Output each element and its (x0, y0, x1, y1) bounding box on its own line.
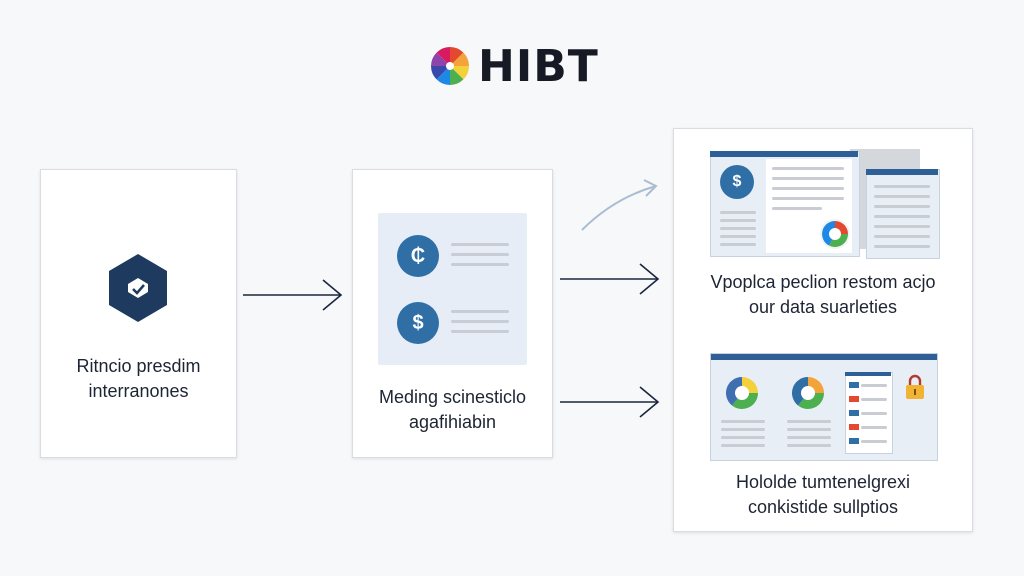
logo-pinwheel-icon (431, 47, 469, 85)
step-card-1: Ritncio presdim interranones (40, 169, 237, 458)
donut-chart-icon (725, 377, 758, 410)
step-2-line2: agafihiabin (408, 412, 497, 432)
step-4-text: Hololde tumtenelgrexi conkistide sullpti… (674, 470, 972, 520)
arrow-right-icon (560, 386, 660, 418)
step-1-line1: Ritncio presdim (76, 356, 201, 376)
step-card-2: ₵ $ Meding scinesticlo agafihiabin (352, 169, 553, 458)
dollar-icon: $ (720, 165, 754, 199)
step-4-line1: Hololde tumtenelgrexi (735, 472, 911, 492)
logo: HIBT (430, 40, 599, 92)
logo-text: HIBT (478, 40, 599, 92)
pie-chart-icon (791, 377, 824, 410)
step-3-text: Vpoplca peclion restom acjo our data sua… (674, 270, 972, 320)
payment-panel: ₵ $ (378, 213, 527, 365)
dashboard-mockup-top: $ (710, 149, 940, 261)
currency-cedi-icon: ₵ (397, 235, 439, 277)
step-card-3: $ Vpoplca peclion restom acjo our data s (673, 128, 973, 532)
step-3-line1: Vpoplca peclion restom acjo (710, 272, 936, 292)
dollar-icon: $ (397, 302, 439, 344)
step-3-line2: our data suarleties (748, 297, 898, 317)
step-4-line2: conkistide sullptios (747, 497, 899, 517)
pie-chart-icon (820, 219, 850, 249)
step-1-text: Ritncio presdim interranones (41, 354, 236, 404)
padlock-icon (906, 374, 924, 399)
step-2-line1: Meding scinesticlo (378, 387, 527, 407)
dashboard-mockup-bottom (710, 353, 938, 461)
arrow-right-icon (243, 279, 343, 311)
arrow-right-icon (560, 263, 660, 295)
step-2-text: Meding scinesticlo agafihiabin (353, 385, 552, 435)
curved-arrow-icon (581, 179, 658, 231)
shield-check-icon (109, 254, 167, 322)
step-1-line2: interranones (88, 381, 189, 401)
